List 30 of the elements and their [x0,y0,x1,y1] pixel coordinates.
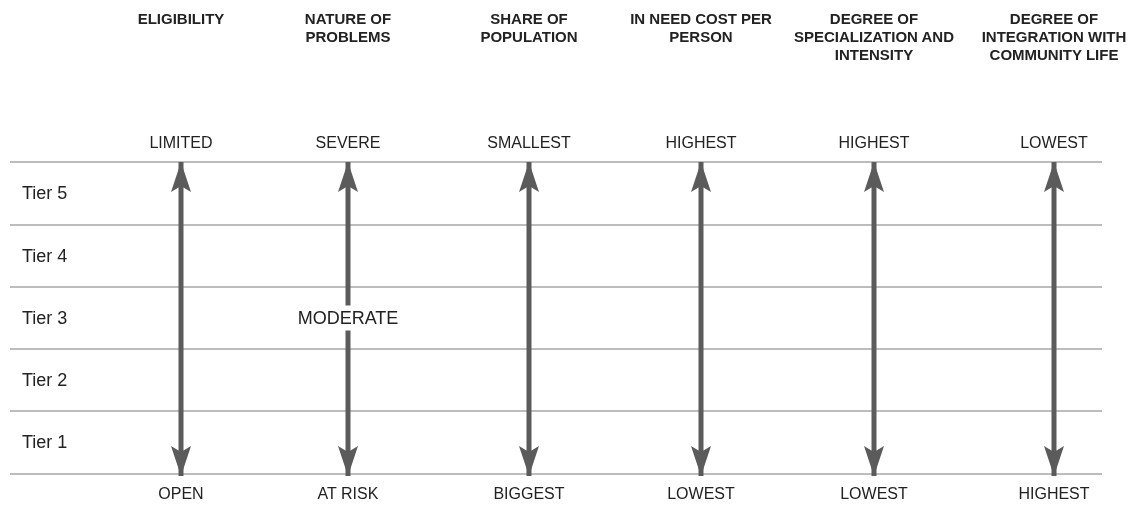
tier-label: Tier 2 [22,370,68,390]
scale-value: LOWEST [1020,134,1088,152]
scale-value: AT RISK [317,485,379,503]
tier-label: Tier 4 [22,246,68,266]
column-heading: NATURE OF PROBLEMS [303,10,393,46]
double-arrow [864,162,884,476]
column-heading: DEGREE OF INTEGRATION WITH COMMUNITY LIFE [980,10,1128,64]
scale-value: HIGHEST [1018,485,1090,503]
edge-label: MODERATE [296,305,400,331]
column-heading: DEGREE OF SPECIALIZATION AND INTENSITY [793,10,955,64]
tier-label: Tier 5 [22,183,68,203]
column-heading: ELIGIBILITY [136,10,226,28]
column-heading: SHARE OF POPULATION [479,10,579,46]
scale-value: LOWEST [667,485,735,503]
scale-value: LIMITED [149,134,213,152]
scale-value: OPEN [158,485,204,503]
double-arrow [171,162,191,476]
scale-value: LOWEST [840,485,908,503]
double-arrow [691,162,711,476]
double-arrow [338,162,358,476]
tier-label: Tier 3 [22,308,68,328]
double-arrow [519,162,539,476]
column-heading: IN NEED COST PER PERSON [629,10,773,46]
scale-value: HIGHEST [665,134,737,152]
scale-value: HIGHEST [838,134,910,152]
tier-label: Tier 1 [22,432,68,452]
double-arrow [1044,162,1064,476]
scale-value: SMALLEST [487,134,571,152]
scale-value: BIGGEST [493,485,565,503]
scale-value: SEVERE [315,134,381,152]
